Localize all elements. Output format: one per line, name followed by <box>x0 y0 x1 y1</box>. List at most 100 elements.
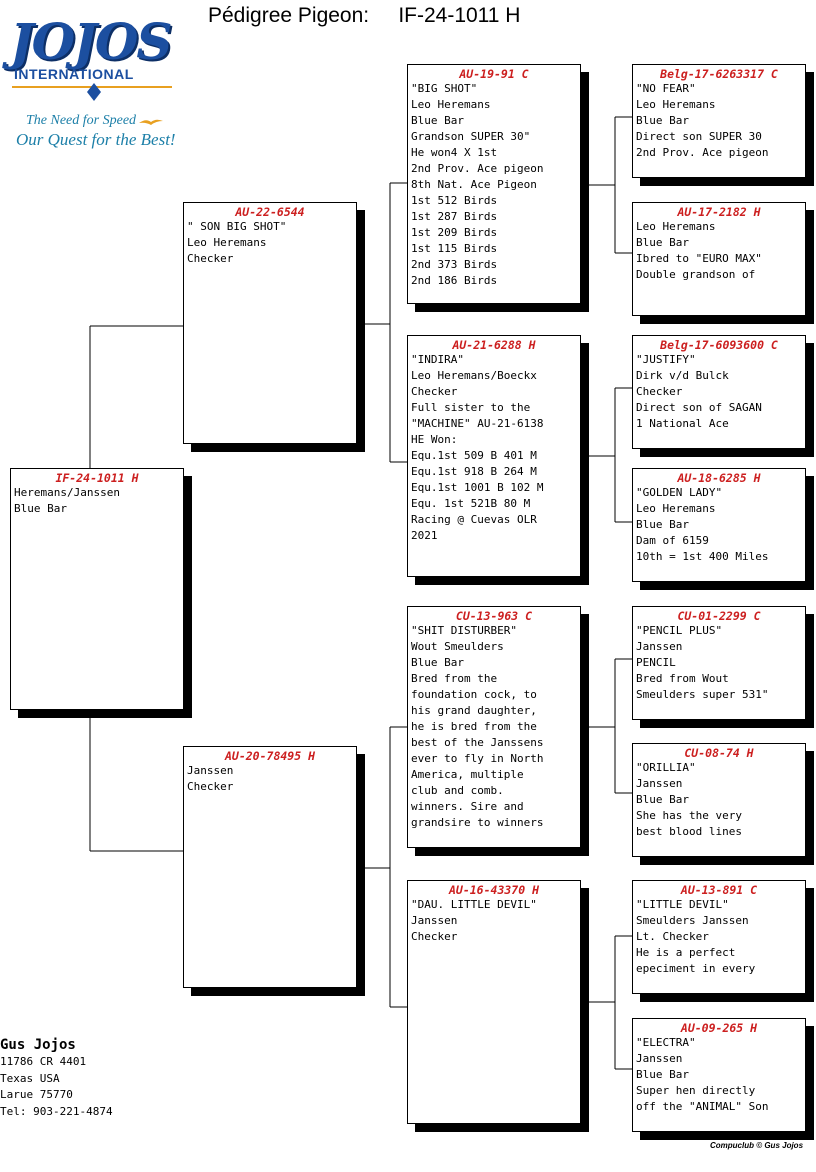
pigeon-info-line: Ibred to "EURO MAX" <box>636 252 762 265</box>
pigeon-info-line: Heremans/Janssen <box>14 486 120 499</box>
pigeon-info-line: 1st 115 Birds <box>411 242 498 255</box>
pigeon-info-line: Equ.1st 918 B 264 M <box>411 465 537 478</box>
connector-dd <box>588 935 632 1070</box>
pigeon-info-line: 2nd Prov. Ace pigeon <box>411 162 544 175</box>
pigeon-info-line: Checker <box>411 930 458 943</box>
pigeon-info-line: Wout Smeulders <box>411 640 504 653</box>
logo-tagline-1: The Need for Speed <box>26 113 137 128</box>
connector-ds <box>588 658 632 794</box>
pigeon-info-line: "SHIT DISTURBER" <box>411 624 517 637</box>
pigeon-info-line: Checker <box>187 252 234 265</box>
ring-number: Belg-17-6093600 C <box>660 338 778 352</box>
pigeon-info-line: Blue Bar <box>636 518 689 531</box>
pigeon-info-line: Equ.1st 1001 B 102 M <box>411 481 544 494</box>
ring-number: Belg-17-6263317 C <box>660 67 778 81</box>
pigeon-info-line: foundation cock, to <box>411 688 537 701</box>
pigeon-info-line: 1st 512 Birds <box>411 194 498 207</box>
pigeon-info-line: 2nd Prov. Ace pigeon <box>636 146 769 159</box>
pigeon-info-line: Equ.1st 509 B 401 M <box>411 449 537 462</box>
jojos-logo: JOJOS INTERNATIONAL The Need for Speed O… <box>8 12 178 162</box>
pigeon-info-line: Blue Bar <box>636 236 689 249</box>
pigeon-info-line: Checker <box>636 385 683 398</box>
pigeon-info-line: 1st 287 Birds <box>411 210 498 223</box>
pigeon-info-line: "LITTLE DEVIL" <box>636 898 729 911</box>
pigeon-info-line: he is bred from the <box>411 720 537 733</box>
pigeon-info-line: America, multiple <box>411 768 524 781</box>
pigeon-info-line: Full sister to the <box>411 401 531 414</box>
pigeon-info-line: Racing @ Cuevas OLR <box>411 513 537 526</box>
pigeon-card-dds: AU-13-891 C"LITTLE DEVIL" Smeulders Janss… <box>632 880 806 994</box>
logo-tagline-2: Our Quest for the Best! <box>16 130 176 149</box>
pigeon-info-line: Bred from Wout <box>636 672 729 685</box>
pigeon-info-line: Blue Bar <box>411 114 464 127</box>
pigeon-info-line: Blue Bar <box>14 502 67 515</box>
pigeon-info-line: Leo Heremans <box>636 98 716 111</box>
pigeon-info-line: "ELECTRA" <box>636 1036 696 1049</box>
diamond-icon <box>87 83 101 101</box>
pigeon-info-line: best blood lines <box>636 825 742 838</box>
pigeon-info-line: epeciment in every <box>636 962 756 975</box>
pigeon-info-line: Janssen <box>636 640 683 653</box>
bird-icon <box>139 119 163 125</box>
pigeon-info-line: 2nd 186 Birds <box>411 274 498 287</box>
connector-sire <box>364 182 407 463</box>
title-ring: IF-24-1011 H <box>398 4 521 27</box>
logo-subtitle: INTERNATIONAL <box>14 66 134 82</box>
ring-number: AU-18-6285 H <box>677 471 761 485</box>
pigeon-info-line: Smeulders super 531" <box>636 688 769 701</box>
ring-number: AU-21-6288 H <box>452 338 536 352</box>
pigeon-info-line: He is a perfect <box>636 946 736 959</box>
ring-number: AU-16-43370 H <box>448 883 539 897</box>
pigeon-info-line: "GOLDEN LADY" <box>636 486 723 499</box>
pigeon-info-line: Double grandson of <box>636 268 756 281</box>
breeder-address: 11786 CR 4401 <box>0 1055 87 1068</box>
ring-number: CU-08-74 H <box>684 746 754 760</box>
ring-number: AU-20-78495 H <box>224 749 315 763</box>
pigeon-info-line: Leo Heremans/Boeckx <box>411 369 537 382</box>
pigeon-info-line: She has the very <box>636 809 742 822</box>
pigeon-info-line: "DAU. LITTLE DEVIL" <box>411 898 537 911</box>
pigeon-info-line: Leo Heremans <box>636 220 716 233</box>
ring-number: AU-22-6544 <box>235 205 305 219</box>
pigeon-info-line: HE Won: <box>411 433 458 446</box>
pigeon-info-line: best of the Janssens <box>411 736 544 749</box>
connector-sd <box>588 387 632 523</box>
pigeon-info-line: Direct son SUPER 30 <box>636 130 762 143</box>
pigeon-info-line: Blue Bar <box>636 793 689 806</box>
page-title: Pédigree Pigeon: IF-24-1011 H <box>208 4 520 28</box>
pigeon-info-line: "BIG SHOT" <box>411 82 478 95</box>
ring-number: CU-01-2299 C <box>677 609 761 623</box>
ring-number: AU-09-265 H <box>680 1021 758 1035</box>
pigeon-info-line: "JUSTIFY" <box>636 353 696 366</box>
pigeon-info-line: winners. Sire and <box>411 800 524 813</box>
pigeon-info-line: Leo Heremans <box>187 236 267 249</box>
pigeon-info-line: Blue Bar <box>636 114 689 127</box>
footer-credit: Compuclub © Gus Jojos <box>710 1141 804 1150</box>
pigeon-info-line: Smeulders Janssen <box>636 914 749 927</box>
pigeon-info-line: club and comb. <box>411 784 504 797</box>
pigeon-info-line: Grandson SUPER 30" <box>411 130 531 143</box>
breeder-state: Texas USA <box>0 1071 60 1085</box>
pigeon-info-line: "INDIRA" <box>411 353 464 366</box>
pigeon-card-sds: Belg-17-6093600 C"JUSTIFY"Dirk v/d Bulck… <box>632 335 806 449</box>
pigeon-info-line: Leo Heremans <box>411 98 491 111</box>
pigeon-info-line: Blue Bar <box>636 1068 689 1081</box>
pigeon-info-line: Leo Heremans <box>636 502 716 515</box>
pigeon-info-line: Janssen <box>636 1052 683 1065</box>
pigeon-info-line: "PENCIL PLUS" <box>636 624 723 637</box>
pigeon-info-line: " SON BIG SHOT" <box>187 220 287 233</box>
ring-number: AU-13-891 C <box>680 883 758 897</box>
breeder-name: Gus Jojos <box>0 1037 76 1053</box>
pigeon-info-line: ever to fly in North <box>411 752 544 765</box>
breeder-info: Gus Jojos 11786 CR 4401 Texas USA Larue … <box>0 1036 113 1120</box>
logo-word: JOJOS <box>10 12 173 71</box>
